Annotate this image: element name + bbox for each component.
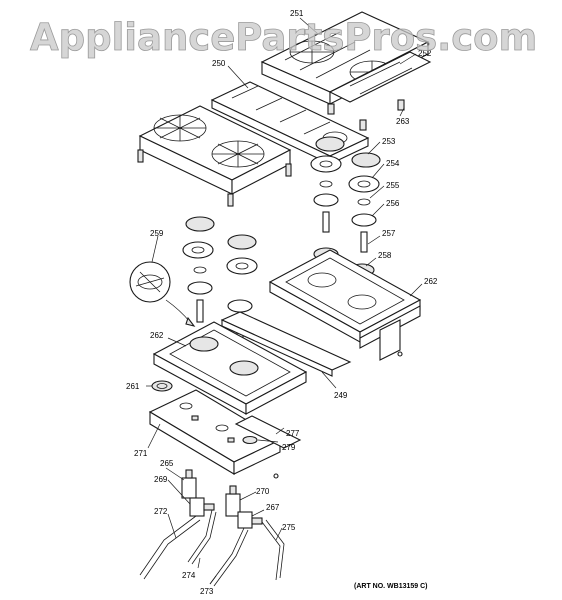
detail-259[interactable] bbox=[129, 261, 196, 327]
gasket-255[interactable] bbox=[319, 180, 371, 206]
callout-258: 258 bbox=[378, 251, 392, 260]
callout-254: 254 bbox=[386, 159, 400, 168]
grate-left[interactable] bbox=[137, 105, 292, 207]
valve-269[interactable] bbox=[189, 497, 215, 517]
burner-box-262-right[interactable] bbox=[268, 249, 422, 343]
burner-box-262-left[interactable] bbox=[152, 321, 308, 415]
callout-261: 261 bbox=[126, 382, 140, 391]
grate-252[interactable] bbox=[328, 51, 432, 103]
orifice-267[interactable] bbox=[237, 511, 263, 529]
watermark: AppliancePartsPros.com bbox=[30, 16, 537, 59]
electrode-257[interactable] bbox=[322, 211, 368, 253]
ring-261[interactable] bbox=[151, 380, 173, 392]
callout-labels: 251 252 250 263 253 254 255 256 257 258 … bbox=[126, 9, 438, 596]
callout-269: 269 bbox=[154, 475, 168, 484]
burner-head-left[interactable] bbox=[182, 241, 258, 275]
grommet-279[interactable] bbox=[242, 435, 258, 445]
side-rail-right[interactable] bbox=[359, 305, 421, 361]
burner-head-254-b[interactable] bbox=[348, 175, 380, 193]
callout-249: 249 bbox=[334, 391, 348, 400]
gas-tube-274[interactable] bbox=[187, 509, 217, 565]
cross-rail[interactable] bbox=[220, 311, 352, 377]
callout-274: 274 bbox=[182, 571, 196, 580]
leader-lines bbox=[146, 17, 423, 585]
callout-259: 259 bbox=[150, 229, 164, 238]
callout-279: 279 bbox=[282, 443, 296, 452]
burner-base-256[interactable] bbox=[313, 193, 377, 227]
callout-277: 277 bbox=[286, 429, 300, 438]
callout-271: 271 bbox=[134, 449, 148, 458]
gas-tube-273[interactable] bbox=[209, 527, 249, 587]
valve-265[interactable] bbox=[181, 469, 197, 499]
callout-273: 273 bbox=[200, 587, 214, 596]
strip-277[interactable] bbox=[234, 415, 302, 449]
callout-253: 253 bbox=[382, 137, 396, 146]
callout-256: 256 bbox=[386, 199, 400, 208]
gas-tube-275[interactable] bbox=[261, 519, 285, 581]
callout-265: 265 bbox=[160, 459, 174, 468]
burner-cap-253-a[interactable] bbox=[315, 136, 345, 152]
callout-272: 272 bbox=[154, 507, 168, 516]
callout-262-right: 262 bbox=[424, 277, 438, 286]
callout-255: 255 bbox=[386, 181, 400, 190]
callout-262-left: 262 bbox=[150, 331, 164, 340]
burner-cap-left-a[interactable] bbox=[185, 216, 215, 232]
gasket-left[interactable] bbox=[187, 266, 253, 313]
callout-263: 263 bbox=[396, 117, 410, 126]
callout-270: 270 bbox=[256, 487, 270, 496]
valve-270[interactable] bbox=[225, 485, 241, 517]
burner-cap-left-b[interactable] bbox=[227, 234, 257, 250]
callout-251: 251 bbox=[290, 9, 304, 18]
art-number: (ART NO. WB13159 C) bbox=[354, 583, 428, 590]
callout-250: 250 bbox=[212, 59, 226, 68]
burner-base-271[interactable] bbox=[148, 389, 282, 479]
callout-267: 267 bbox=[266, 503, 280, 512]
callout-275: 275 bbox=[282, 523, 296, 532]
burner-head-254-a[interactable] bbox=[310, 155, 342, 173]
callout-252: 252 bbox=[418, 49, 432, 58]
burner-cap-253-b[interactable] bbox=[351, 152, 381, 168]
grate-foot-263[interactable] bbox=[327, 99, 405, 131]
gas-tube-272[interactable] bbox=[139, 515, 201, 580]
callout-257: 257 bbox=[382, 229, 396, 238]
